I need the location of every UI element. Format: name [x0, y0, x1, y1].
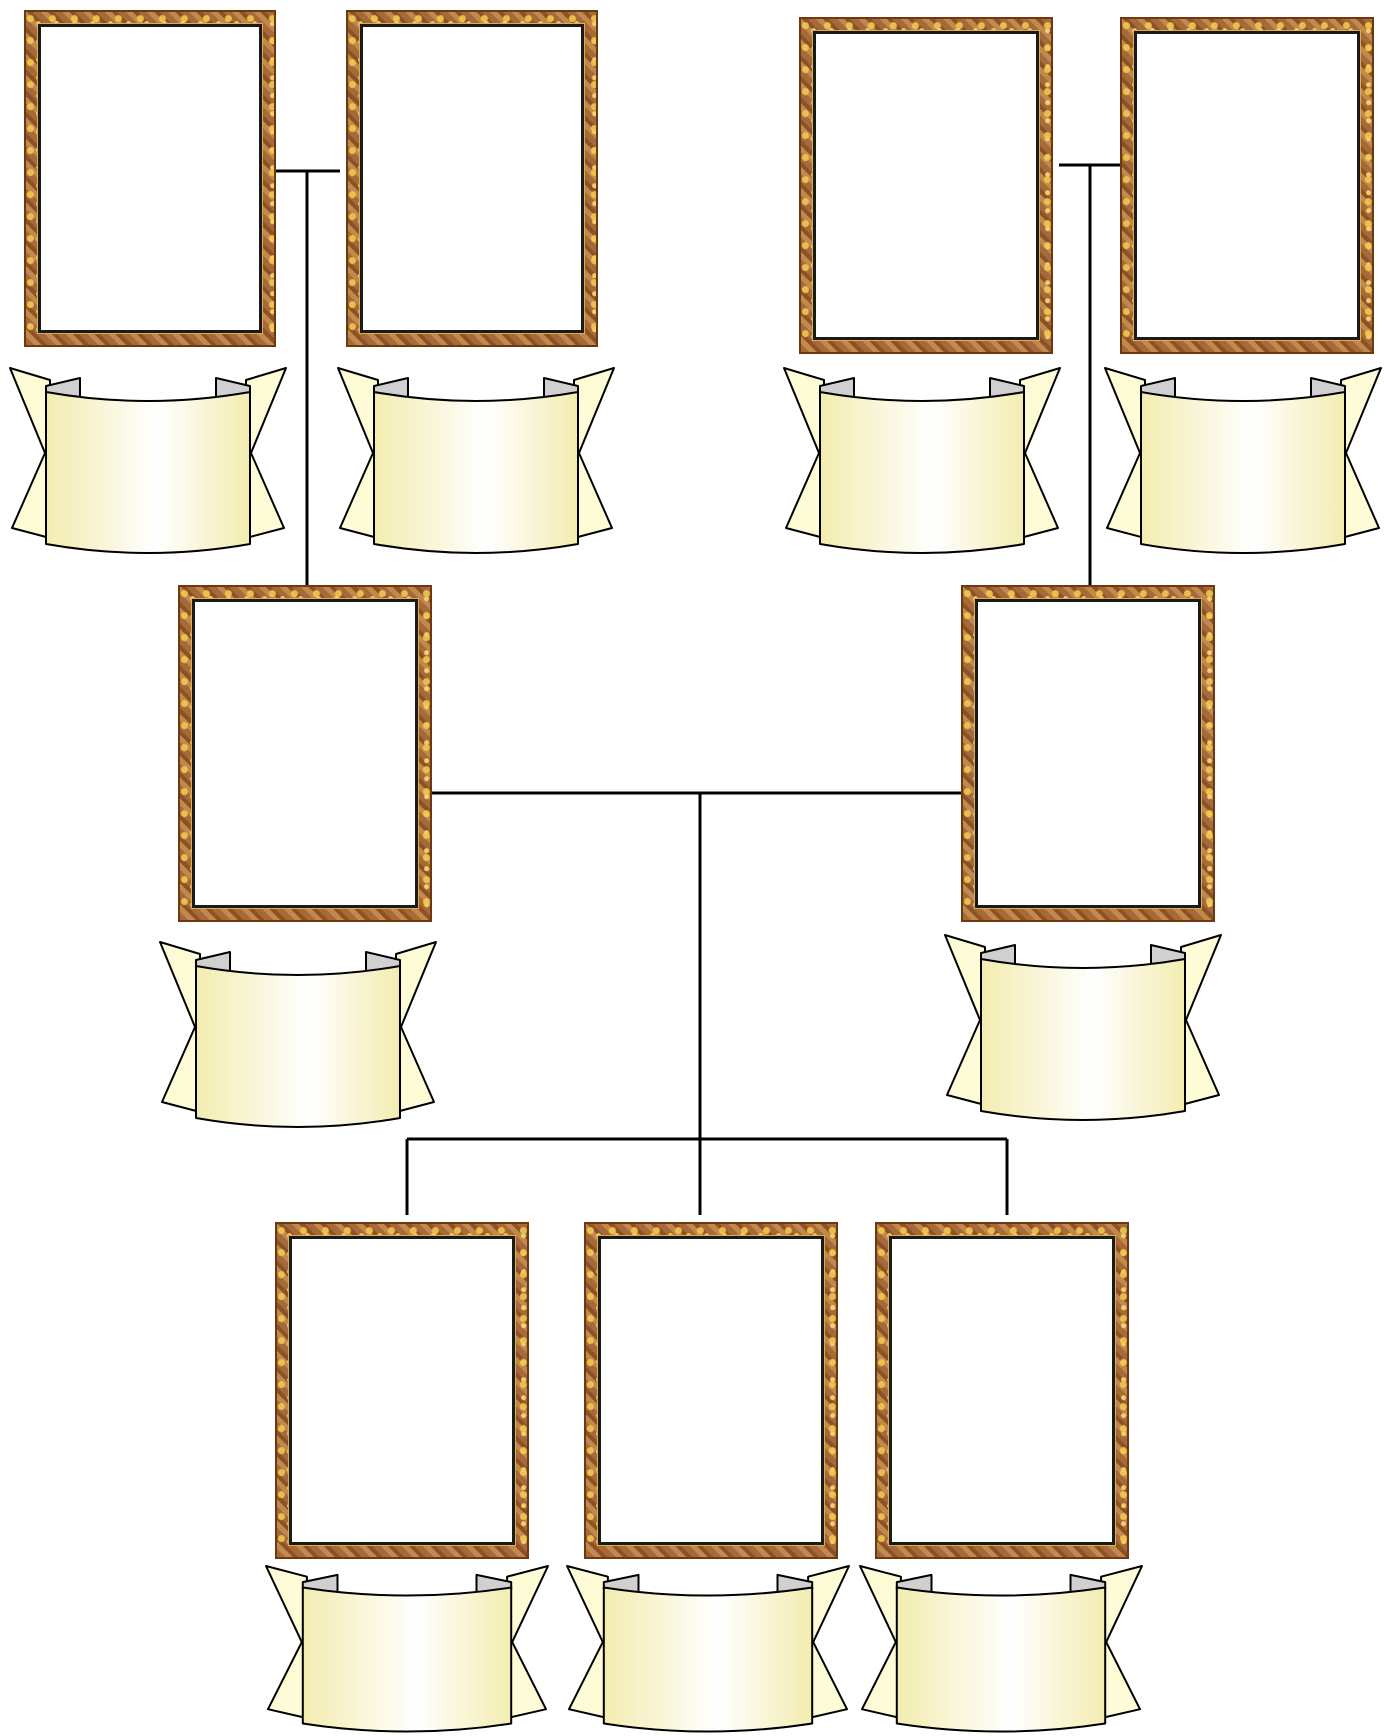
banner-body — [604, 1588, 812, 1732]
banner-tail-right — [1181, 935, 1221, 1105]
banner-body — [1141, 392, 1345, 553]
banner-tail-left — [160, 942, 200, 1112]
children-name-banner-2 — [567, 1566, 849, 1732]
grandparents-name-banner-1 — [10, 368, 286, 553]
banner-body — [981, 959, 1185, 1120]
banner-tail-right — [1341, 368, 1381, 538]
banner-tail-left — [784, 368, 824, 538]
banner-tail-right — [396, 942, 436, 1112]
banner-tail-left — [338, 368, 378, 538]
banner-tail-left — [1105, 368, 1145, 538]
children-name-banner-3 — [860, 1566, 1142, 1732]
banner-tail-left — [266, 1566, 307, 1718]
banner-body — [303, 1588, 511, 1732]
banner-tail-right — [1101, 1566, 1142, 1718]
banner-body — [820, 392, 1024, 553]
banner-tail-left — [10, 368, 50, 538]
banner-tail-right — [246, 368, 286, 538]
banner-tail-right — [507, 1566, 548, 1718]
grandparents-name-banner-4 — [1105, 368, 1381, 553]
banner-tail-left — [860, 1566, 901, 1718]
banner-tail-right — [1020, 368, 1060, 538]
grandparents-name-banner-2 — [338, 368, 614, 553]
banner-tail-left — [567, 1566, 608, 1718]
parents-name-banner-1 — [160, 942, 436, 1127]
children-name-banner-1 — [266, 1566, 548, 1732]
banner-body — [46, 392, 250, 553]
parents-name-banner-2 — [945, 935, 1221, 1120]
banner-body — [196, 966, 400, 1127]
banner-tail-left — [945, 935, 985, 1105]
banner-tail-right — [808, 1566, 849, 1718]
banner-tail-right — [574, 368, 614, 538]
grandparents-name-banner-3 — [784, 368, 1060, 553]
banner-body — [374, 392, 578, 553]
banner-body — [897, 1588, 1105, 1732]
